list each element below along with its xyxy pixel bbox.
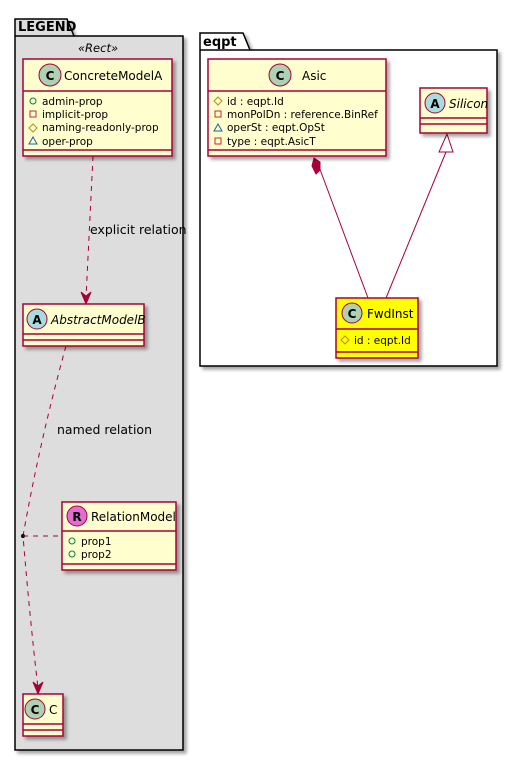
attribute: id : eqpt.Id [227,96,284,108]
class-name: Silicon [449,97,488,111]
svg-text:C: C [276,69,285,83]
class-abstract-model-b[interactable]: A AbstractModelB [22,303,146,347]
attribute: oper-prop [42,136,93,148]
class-name: ConcreteModelA [64,69,163,83]
attribute: implicit-prop [42,109,108,121]
class-name: C [49,703,57,717]
attribute-list: id : eqpt.Id monPolDn : reference.BinRef… [213,96,378,148]
attribute: prop1 [81,536,112,548]
class-name: RelationModel [91,510,176,524]
private-icon [29,110,37,118]
protected-icon [340,335,350,345]
explicit-relation: explicit relation [80,155,187,306]
class-kind-icon [341,302,363,324]
class-kind-icon [24,698,46,720]
attribute: operSt : eqpt.OpSt [227,122,325,134]
legend-package-stereotype: «Rect» [78,41,118,55]
class-name: FwdInst [367,307,414,321]
generalization-relation [385,132,454,299]
composition-relation [311,157,369,299]
package-icon [213,122,223,132]
explicit-relation-label: explicit relation [90,222,187,237]
private-icon [214,110,222,118]
eqpt-package-title: eqpt [203,35,237,50]
attribute: type : eqpt.AsicT [227,136,316,148]
attribute: prop2 [81,549,112,561]
class-asic[interactable]: C Asic id : eqpt.Id monPolDn : reference… [207,58,387,157]
public-icon [68,550,76,558]
attribute-list: admin-prop implicit-prop naming-readonly… [28,96,159,148]
package-icon [28,135,38,145]
attribute: id : eqpt.Id [354,335,411,347]
class-silicon[interactable]: A Silicon [419,87,488,134]
class-relation-model[interactable]: R RelationModel prop1 prop2 [61,501,177,571]
private-icon [214,137,222,145]
attribute: monPolDn : reference.BinRef [227,109,378,121]
svg-text:A: A [430,97,440,111]
composition-diamond-icon [311,157,321,175]
public-icon [29,97,37,105]
protected-icon [213,96,223,106]
svg-text:C: C [31,703,40,717]
abstract-kind-icon [424,92,446,114]
svg-text:A: A [32,313,42,327]
svg-text:R: R [72,510,81,524]
class-kind-icon [268,63,292,87]
attribute: naming-readonly-prop [42,122,159,134]
relation-kind-icon [66,505,88,527]
attribute: admin-prop [42,96,103,108]
named-relation: named relation [21,345,152,696]
abstract-kind-icon [26,308,48,330]
class-name: Asic [302,69,326,83]
public-icon [68,537,76,545]
generalization-triangle-icon [438,132,454,153]
attribute-list: id : eqpt.Id [340,335,411,347]
class-c[interactable]: C C [22,693,64,737]
legend-package-title: LEGEND [18,20,77,35]
named-relation-label: named relation [57,422,152,437]
class-kind-icon [38,63,62,87]
svg-text:C: C [348,307,357,321]
class-concrete-model-a[interactable]: C ConcreteModelA admin-prop implicit-pro… [22,58,173,157]
class-name: AbstractModelB [50,313,146,327]
attribute-list: prop1 prop2 [68,536,112,561]
svg-text:C: C [46,69,55,83]
class-fwd-inst[interactable]: C FwdInst id : eqpt.Id [335,297,419,359]
protected-icon [28,123,38,133]
